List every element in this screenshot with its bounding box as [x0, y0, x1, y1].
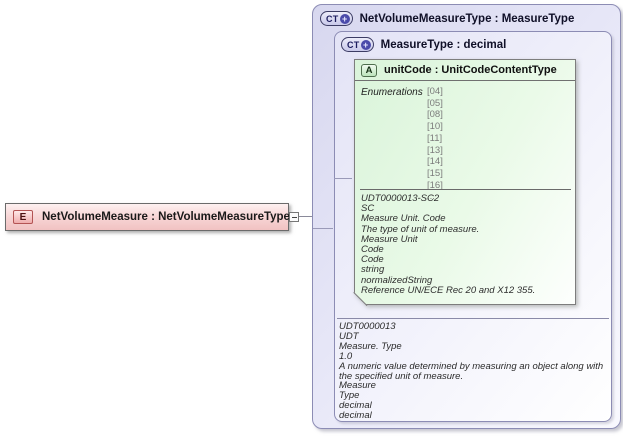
attribute-header: A unitCode : UnitCodeContentType [355, 60, 575, 81]
attribute-box-body: A unitCode : UnitCodeContentType Enumera… [354, 59, 576, 305]
enumeration-value: [14] [427, 156, 443, 168]
attribute-box-unitcode[interactable]: A unitCode : UnitCodeContentType Enumera… [353, 59, 576, 306]
annotation-line: Measure [339, 380, 376, 392]
complextype-title: MeasureType : decimal [380, 38, 507, 51]
connector-line [334, 178, 352, 179]
annotation-line: The type of unit of measure. [361, 223, 480, 235]
attribute-icon: A [361, 64, 377, 77]
enumeration-value: [10] [427, 121, 443, 133]
enumeration-value: [04] [427, 86, 443, 97]
annotation-line: Code [361, 254, 384, 266]
complextype-icon: CT + [341, 37, 374, 52]
annotation-line: UDT0000013-SC2 [361, 193, 440, 204]
enumeration-value: [16] [427, 179, 443, 191]
enumeration-value: [15] [427, 167, 443, 179]
enumeration-values: [04][05][08][10][11][13][14][15][16]... [427, 86, 443, 203]
collapse-handle-icon[interactable] [289, 212, 299, 222]
annotation-line: 1.0 [339, 350, 353, 362]
enumeration-value: ... [427, 191, 435, 203]
plus-icon: + [360, 39, 371, 50]
annotation-line: decimal [339, 400, 372, 412]
complextype-icon: CT + [320, 11, 353, 26]
annotation-line: Measure Unit [361, 233, 418, 245]
plus-icon: + [339, 13, 350, 24]
enumerations-label: Enumerations [361, 87, 423, 98]
complextype-box-netvolumemeasuretype[interactable]: CT + NetVolumeMeasureType : MeasureType … [312, 4, 621, 429]
annotation-line: Reference UN/ECE Rec 20 and X12 355. [361, 284, 536, 296]
element-icon: E [13, 210, 33, 224]
element-label: NetVolumeMeasure : NetVolumeMeasureType [42, 211, 290, 223]
enumeration-value: [13] [427, 144, 443, 156]
complextype-header: CT + MeasureType : decimal [341, 37, 506, 52]
annotation-line: Type [339, 390, 360, 402]
enumeration-value: [08] [427, 109, 443, 121]
connector-line [313, 228, 333, 229]
annotation-line: UDT [339, 330, 359, 342]
enumeration-value: [11] [427, 132, 443, 144]
annotation-line: string [361, 264, 385, 276]
annotation-line: UDT0000013 [339, 321, 396, 332]
facets-section: Enumerations [04][05][08][10][11][13][14… [361, 86, 443, 203]
annotation-line: SC [361, 203, 375, 215]
element-box-netvolumemeasure[interactable]: E NetVolumeMeasure : NetVolumeMeasureTyp… [5, 203, 290, 231]
attribute-title: unitCode : UnitCodeContentType [384, 64, 557, 76]
complextype-box-measuretype[interactable]: CT + MeasureType : decimal A unitCode : … [334, 31, 612, 422]
complextype-title: NetVolumeMeasureType : MeasureType [359, 12, 575, 25]
complextype-header: CT + NetVolumeMeasureType : MeasureType [320, 11, 574, 26]
complextype-icon-text: CT [347, 39, 360, 50]
annotation-line: normalizedString [361, 274, 433, 286]
connector-line [299, 216, 312, 217]
annotation-line: Measure. Type [339, 340, 402, 352]
complextype-icon-text: CT [326, 13, 339, 24]
annotation-line: Measure Unit. Code [361, 213, 446, 225]
annotation-line: A numeric value determined by measuring … [339, 360, 604, 382]
minus-icon [291, 216, 297, 218]
annotation-line: Code [361, 244, 384, 256]
annotation-line: decimal [339, 410, 372, 422]
enumeration-value: [05] [427, 97, 443, 109]
